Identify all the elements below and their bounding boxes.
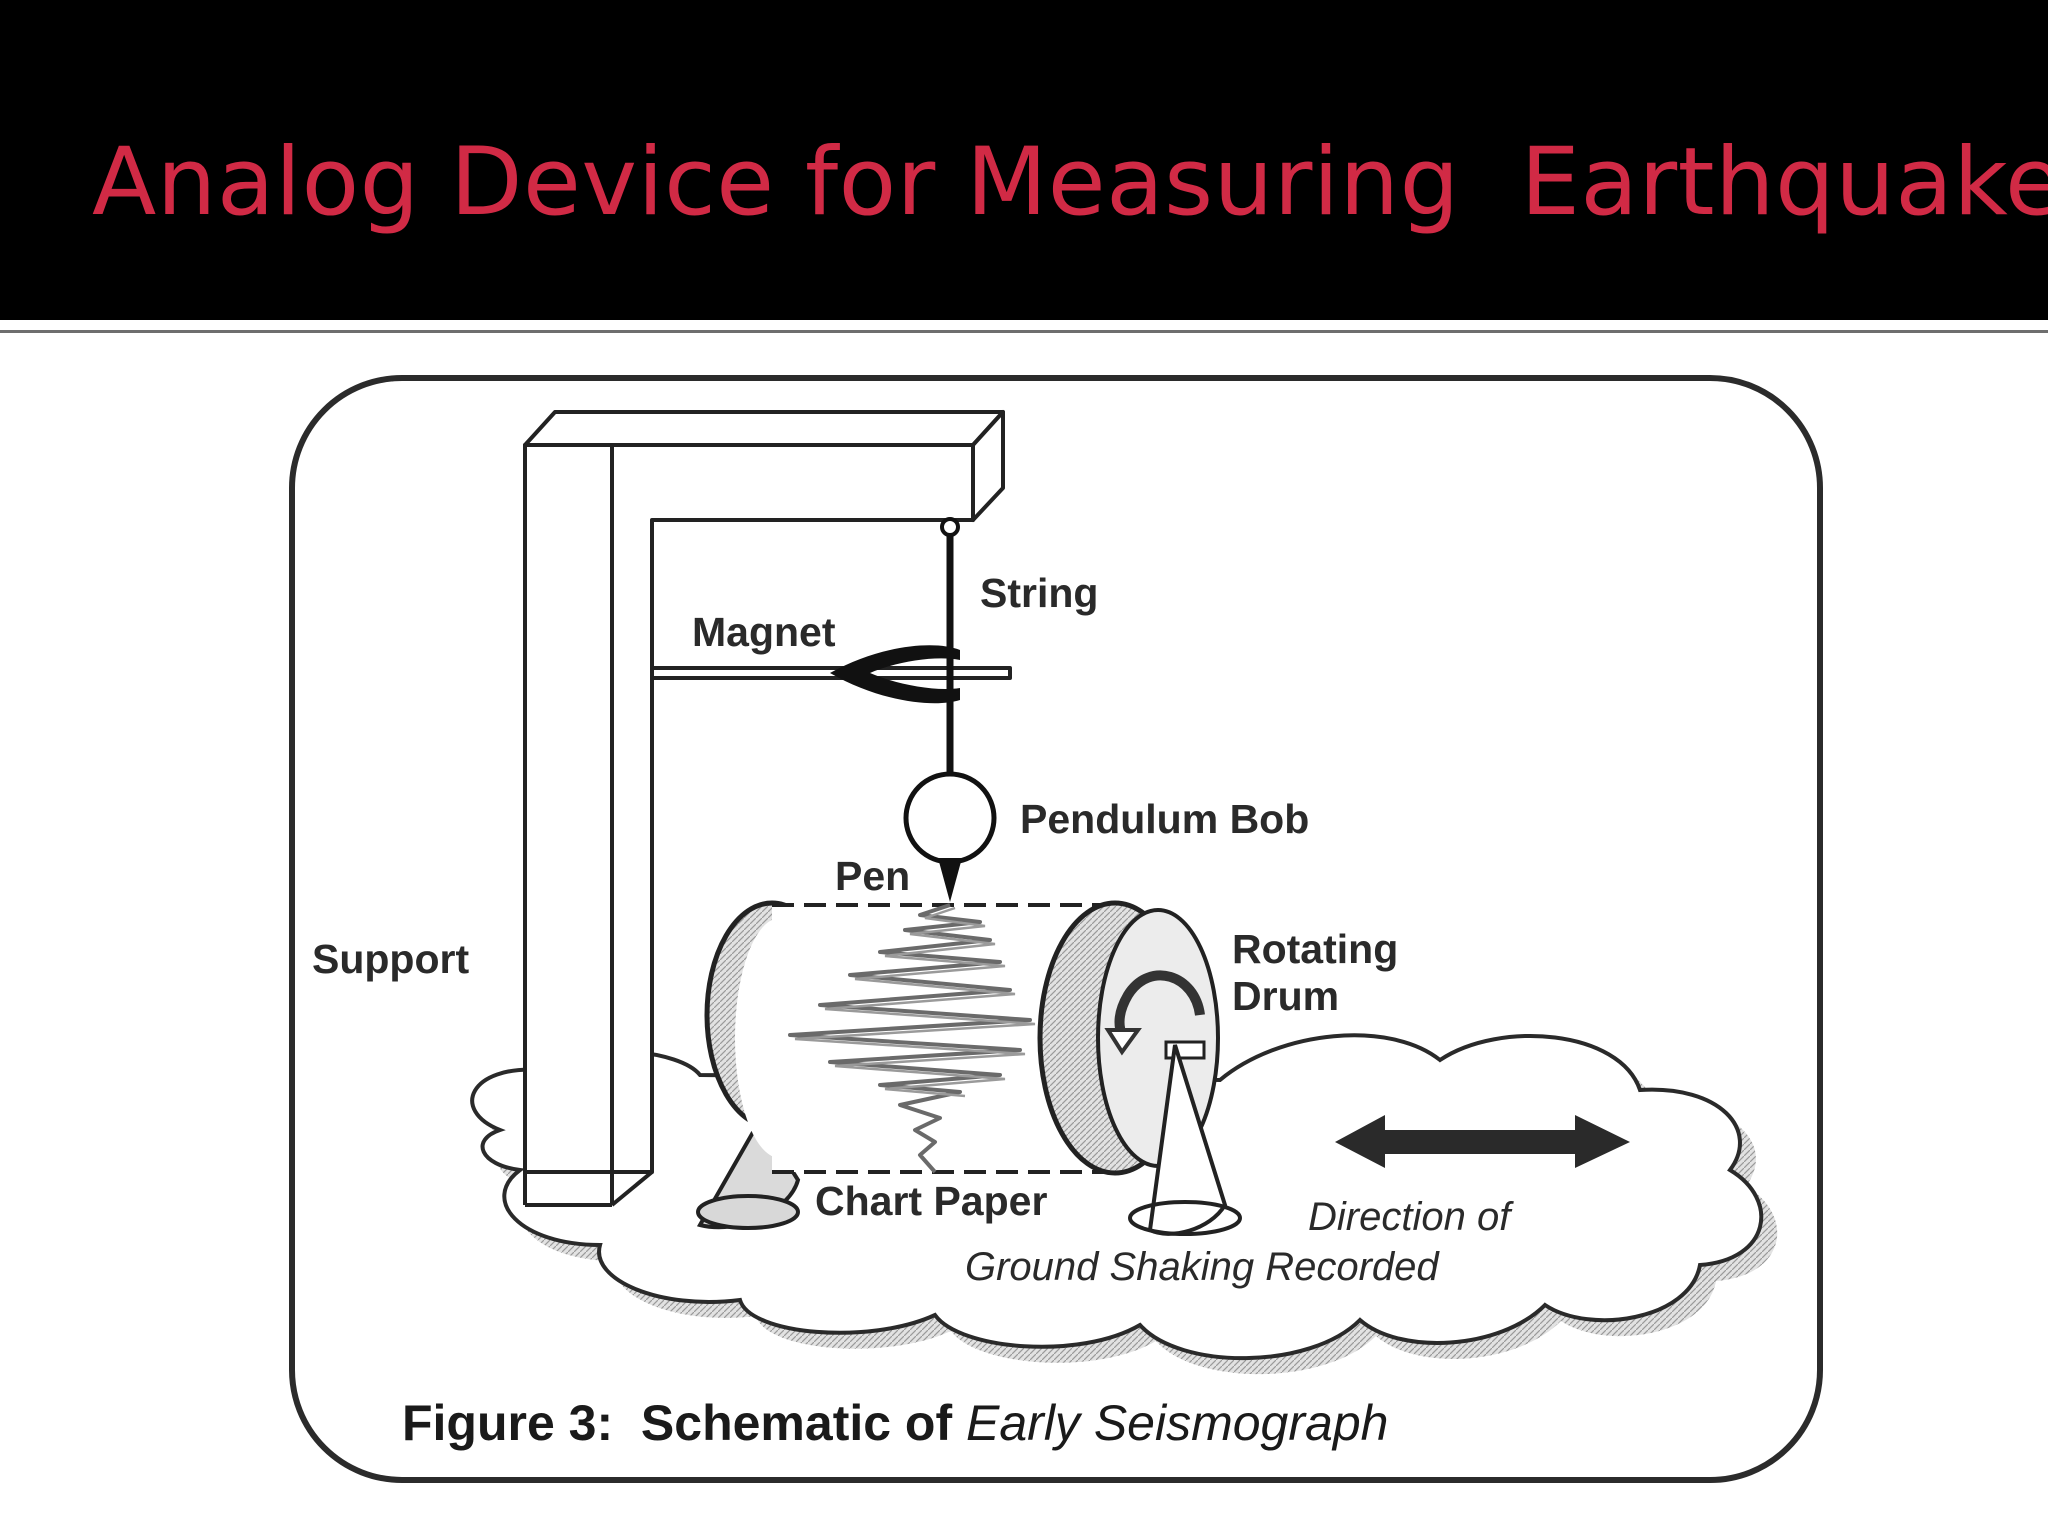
shaking-direction-arrow-icon <box>1335 1115 1630 1168</box>
label-chart-paper: Chart Paper <box>815 1178 1047 1224</box>
label-pen: Pen <box>835 853 910 899</box>
caption-italic: Early Seismograph <box>966 1395 1388 1451</box>
magnet-icon <box>830 645 960 704</box>
label-rotating: Rotating <box>1232 926 1398 972</box>
seismic-trace <box>788 903 1032 1174</box>
label-string: String <box>980 570 1098 616</box>
label-drum: Drum <box>1232 973 1339 1019</box>
pen-icon <box>938 858 962 902</box>
label-support: Support <box>312 936 469 982</box>
string-hook <box>940 517 960 537</box>
caption-prefix: Figure 3: Schematic of <box>402 1395 966 1451</box>
title-bar: Analog Device for Measuring Earthquakes <box>0 0 2048 320</box>
figure-caption: Figure 3: Schematic of Early Seismograph <box>402 1395 1388 1451</box>
label-direction-line2: Ground Shaking Recorded <box>965 1245 1440 1289</box>
label-direction-line1: Direction of <box>1308 1195 1514 1239</box>
support-frame <box>523 410 1012 1207</box>
title-divider <box>0 330 2048 333</box>
label-pendulum-bob: Pendulum Bob <box>1020 796 1309 842</box>
slide-title: Analog Device for Measuring Earthquakes <box>92 128 2048 237</box>
pendulum-bob <box>903 771 997 865</box>
rotation-arrow-icon <box>1114 970 1205 1037</box>
label-magnet: Magnet <box>692 609 836 655</box>
drum-body <box>772 905 1115 1172</box>
